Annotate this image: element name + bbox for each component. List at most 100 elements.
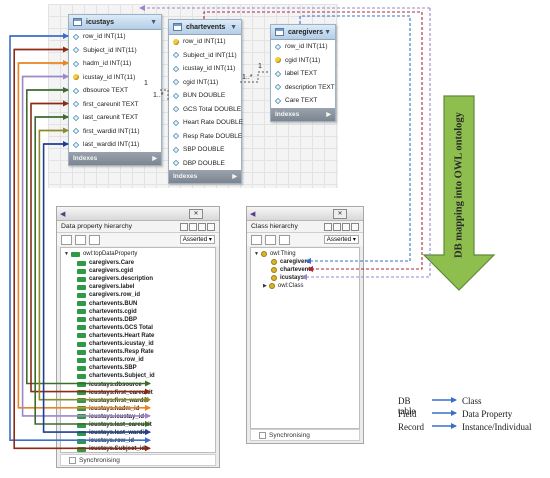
table-column[interactable]: SBP DOUBLE [169,143,241,157]
tree-item[interactable]: chartevents.SBP [77,364,137,372]
close-icon[interactable]: ✕ [333,209,347,219]
asserted-dropdown[interactable]: Asserted ▾ [179,235,215,244]
tree-item-label: chartevents.DBP [89,316,138,323]
table-column[interactable]: Resp Rate DOUBLE [169,130,242,144]
tree-item[interactable]: icustays.first_careunit [77,389,153,397]
table-column[interactable]: label TEXT [271,67,335,81]
caregivers-table[interactable]: caregivers ▼ row_id INT(11)cgid INT(11)l… [270,24,336,122]
tree-item-label: icustays.first_careunit [89,389,153,396]
tree-item[interactable]: chartevents.icustay_id [77,340,154,348]
sync-checkbox[interactable] [259,431,266,439]
table-column[interactable]: description TEXT [271,81,335,95]
tree-item[interactable]: caregivers.label [77,283,134,291]
indexes-bar[interactable]: Indexes▶ [69,151,161,165]
table-column[interactable]: last_wardid INT(11) [69,138,161,152]
tree-item[interactable]: caregivers.cgid [77,267,133,275]
data-property-panel[interactable]: ◀ ✕ Data property hierarchy Asserted ▾ ▼… [56,206,220,468]
table-column[interactable]: hadm_id INT(11) [69,57,161,71]
collapse-icon[interactable]: ▼ [64,251,69,257]
sync-checkbox[interactable] [69,456,76,464]
tree-item[interactable]: caregivers.description [77,275,153,283]
chartevents-columns: row_id INT(11)Subject_id INT(11)icustay_… [169,35,243,171]
chartevents-table[interactable]: chartevents ▼ row_id INT(11)Subject_id I… [168,19,243,184]
data-property-icon [70,251,80,257]
tree-item[interactable]: icustays.last_careunit [77,421,152,429]
legend-from: Record [398,422,424,432]
tree-item[interactable]: icustays.row_id [77,437,134,445]
tree-item[interactable]: chartevents [271,266,314,274]
data-property-icon [77,349,86,355]
tree-item[interactable]: chartevents.Subject_id [77,372,155,380]
tree-item[interactable]: icustays.dbsource [77,381,142,389]
add-subproperty-button[interactable] [61,234,72,245]
table-column[interactable]: first_careunit TEXT [69,98,161,112]
tree-item[interactable]: icustays.first_wardid [77,397,149,405]
collapse-icon[interactable]: ▼ [254,251,259,257]
delete-button[interactable] [279,234,290,245]
panel-title: Class hierarchy [251,223,298,230]
panel-controls[interactable] [180,223,215,231]
tree-item[interactable]: icustays.Subject_id [77,445,145,453]
tree-item[interactable]: chartevents.DBP [77,316,137,324]
table-column[interactable]: row_id INT(11) [69,30,161,44]
tree-item[interactable]: icustays.last_wardid [77,429,148,437]
tree-root[interactable]: ▼owl:Thing [254,251,296,257]
table-column[interactable]: last_careunit TEXT [69,111,161,125]
column-label: row_id INT(11) [83,33,126,41]
table-column[interactable]: first_wardid INT(11) [69,125,161,139]
asserted-dropdown[interactable]: Asserted ▾ [323,235,359,244]
class-hierarchy-panel[interactable]: ◀ ✕ Class hierarchy Asserted ▾ ▼owl:Thin… [246,206,364,444]
add-sibling-button[interactable] [75,234,86,245]
tree-item-label: icustays.icustay_id [89,413,145,420]
add-subclass-button[interactable] [251,234,262,245]
table-column[interactable]: dbsource TEXT [69,84,161,98]
indexes-bar[interactable]: Indexes▶ [169,170,241,183]
dropdown-icon[interactable]: ▼ [230,23,237,31]
data-property-icon [77,398,86,404]
tree-item[interactable]: caregivers [271,258,310,266]
panel-controls[interactable] [324,223,359,231]
dropdown-icon[interactable]: ▼ [324,28,331,36]
table-column[interactable]: BUN DOUBLE [169,89,241,103]
column-label: cgid INT(11) [285,56,321,64]
column-label: first_careunit TEXT [83,100,139,108]
table-column[interactable]: row_id INT(11) [169,35,241,49]
tree-item[interactable]: caregivers.row_id [77,291,140,299]
tree-item[interactable]: caregivers.Care [77,259,134,267]
table-column[interactable]: cgid INT(11) [169,76,241,90]
delete-button[interactable] [89,234,100,245]
tree-item[interactable]: chartevents.Heart Rate [77,332,154,340]
tree-item[interactable]: icustays.hadm_id [77,405,139,413]
tree-item-owl-class[interactable]: ▶owl:Class [263,283,304,289]
column-label: hadm_id INT(11) [83,60,132,68]
add-sibling-button[interactable] [265,234,276,245]
expand-icon[interactable]: ▶ [263,283,267,289]
table-column[interactable]: Subject_id INT(11) [69,44,161,58]
expand-icon: ▶ [326,111,331,118]
table-column[interactable]: icustay_id INT(11) [69,71,161,85]
table-column[interactable]: GCS Total DOUBLE [169,103,241,117]
sync-bar: Synchronising [60,454,216,466]
tree-item[interactable]: chartevents.GCS Total [77,324,153,332]
tree-item[interactable]: chartevents.cgid [77,308,137,316]
tree-item[interactable]: chartevents.row_id [77,356,144,364]
table-column[interactable]: DBP DOUBLE [169,157,241,171]
tree-root[interactable]: ▼owl:topDataProperty [64,251,138,257]
indexes-label: Indexes [275,110,300,118]
indexes-bar[interactable]: Indexes ▶ [271,107,335,121]
close-icon[interactable]: ✕ [189,209,203,219]
table-column[interactable]: Care TEXT [271,94,335,108]
table-column[interactable]: Heart Rate DOUBLE [169,116,243,130]
tree-item[interactable]: chartevents.BUN [77,300,137,308]
dropdown-icon[interactable]: ▼ [150,18,157,26]
table-column[interactable]: Subject_id INT(11) [169,49,241,63]
tree-item-label: icustays.hadm_id [89,405,140,412]
table-column[interactable]: cgid INT(11) [271,54,335,68]
table-column[interactable]: icustay_id INT(11) [169,62,241,76]
tree-item[interactable]: icustays.icustay_id [77,413,144,421]
table-column[interactable]: row_id INT(11) [271,40,335,54]
tree-item[interactable]: chartevents.Resp Rate [77,348,154,356]
tree-item[interactable]: icustays [271,274,304,282]
